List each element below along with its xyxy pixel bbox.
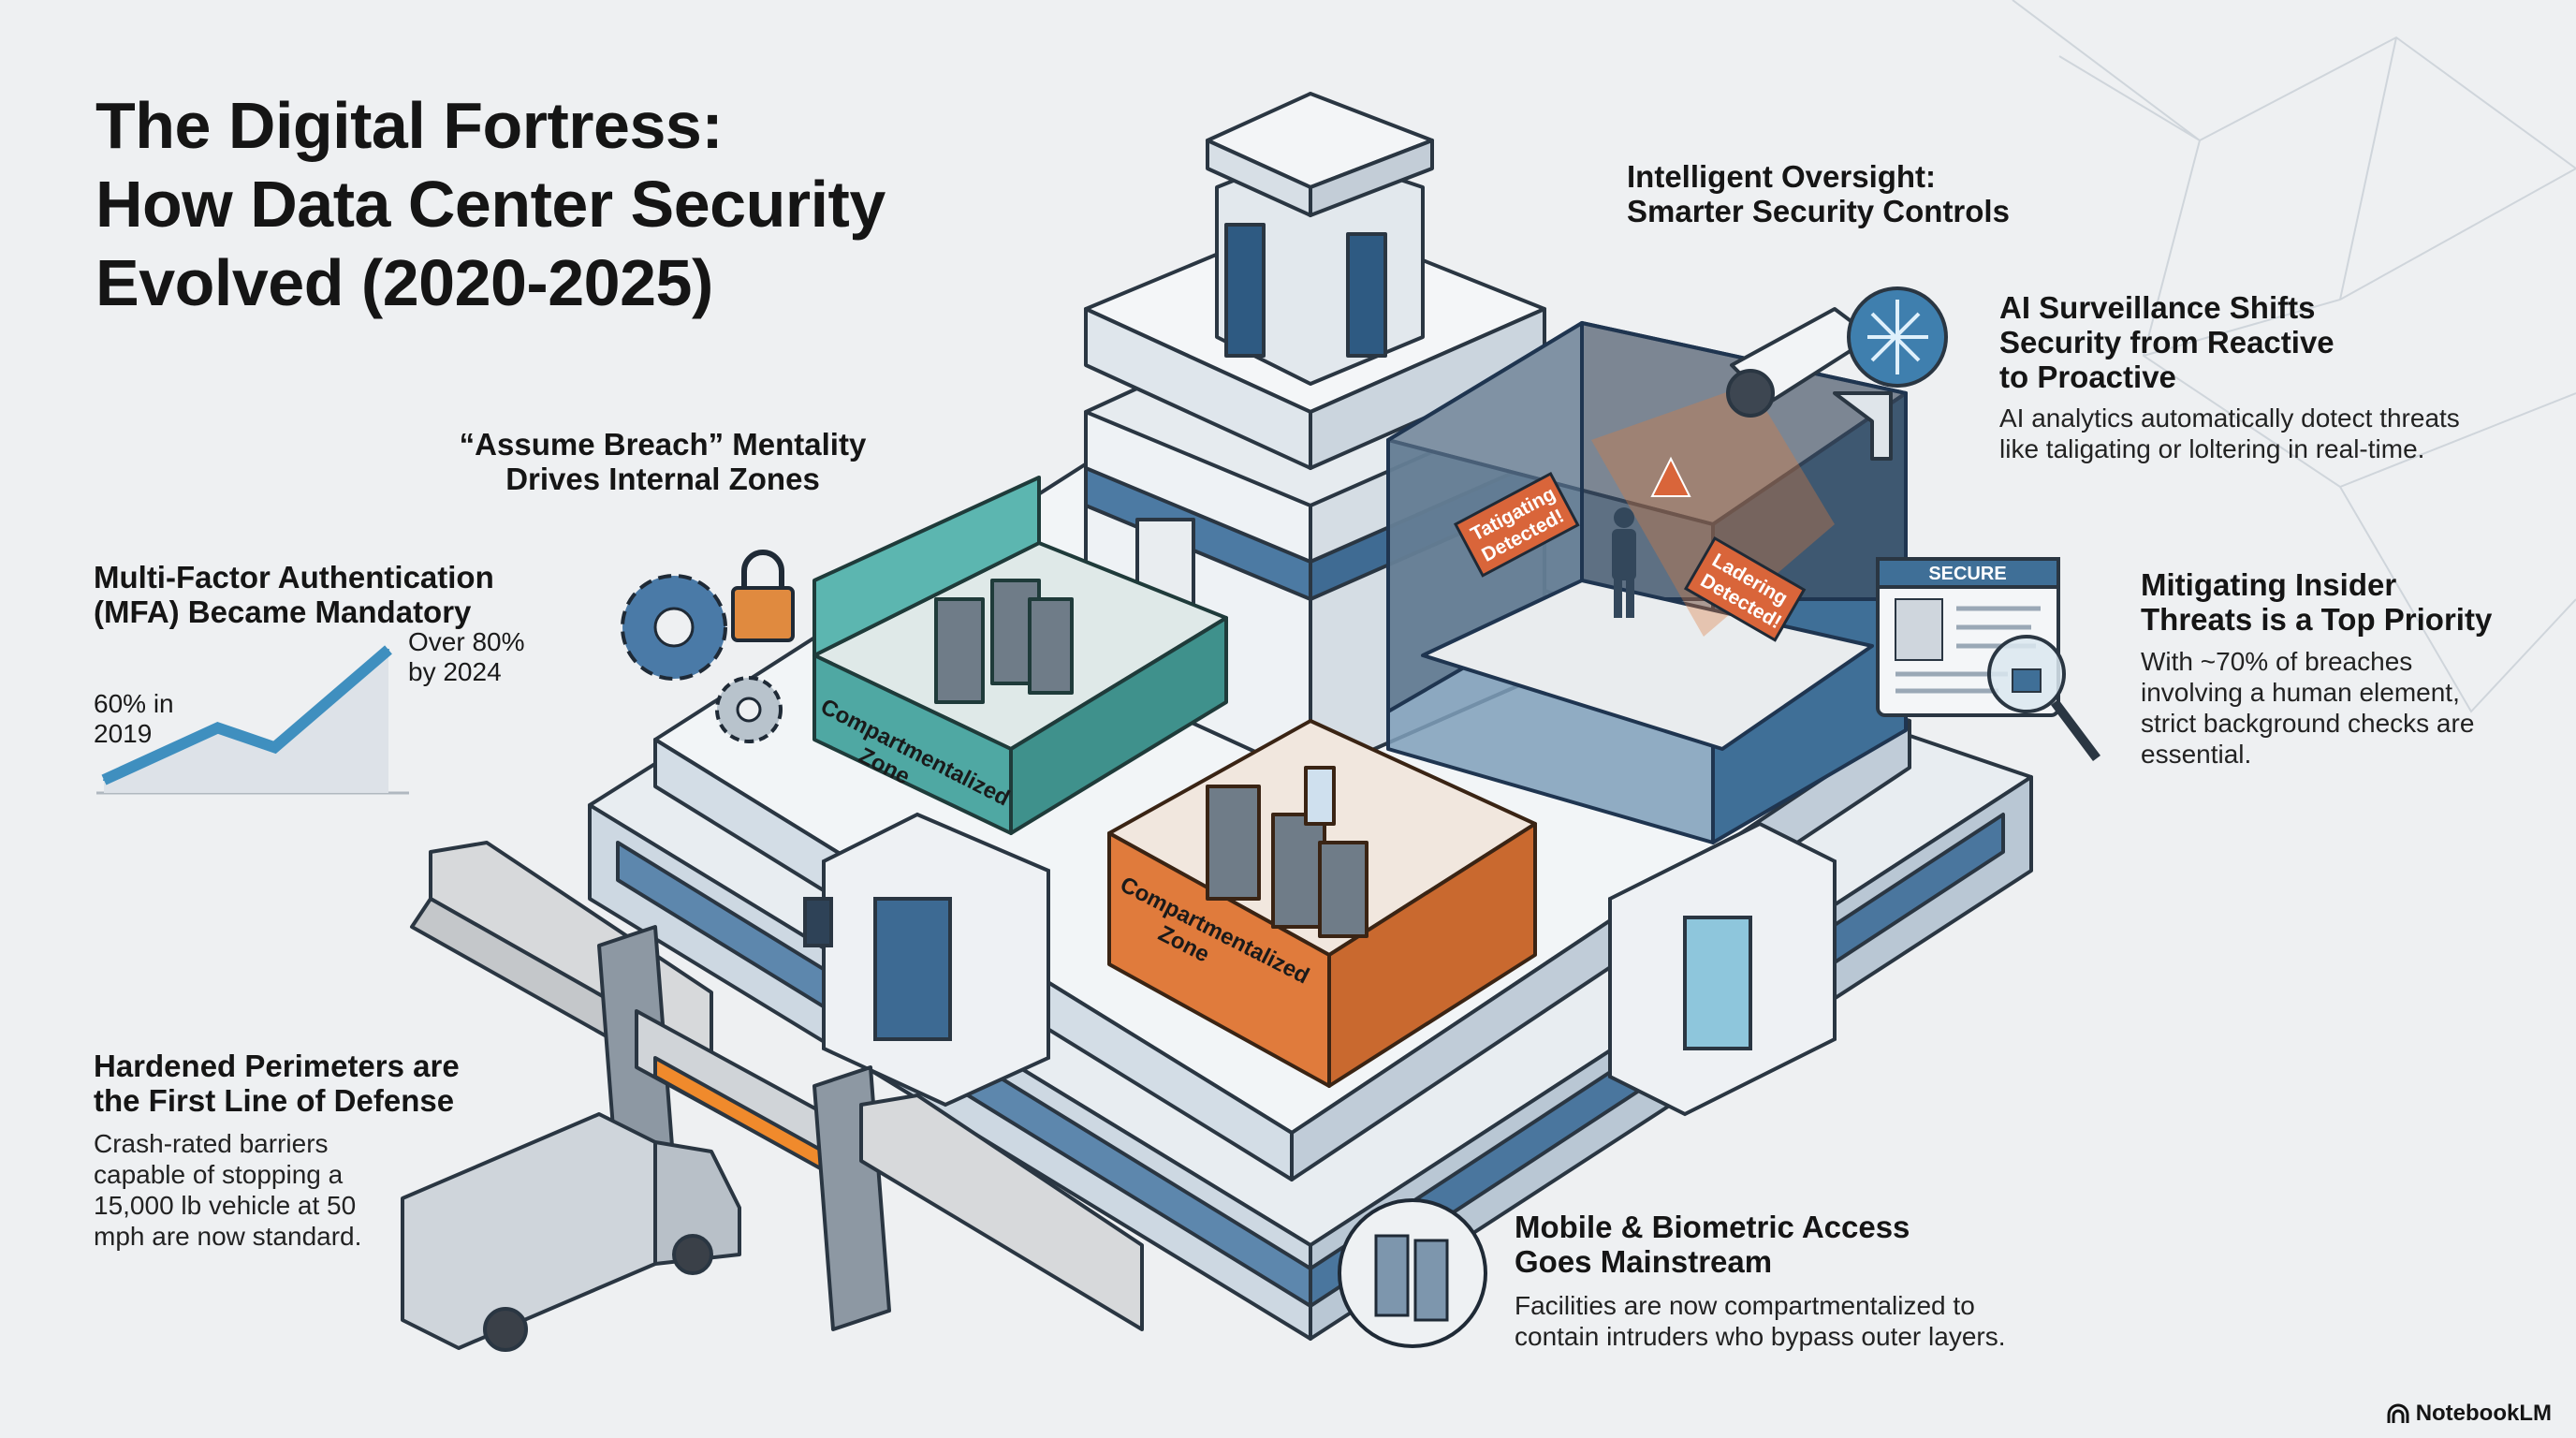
crash-barriers [410, 841, 1144, 1331]
brand-name: NotebookLM [2415, 1401, 2552, 1426]
brand-logo: NotebookLM [2386, 1401, 2552, 1427]
chart-line [101, 645, 392, 785]
network-lines-decoration [2012, 0, 2576, 713]
orange-compartmentalized-zone [1107, 719, 1537, 1088]
warning-icon [1650, 456, 1691, 497]
chart-point [388, 648, 389, 651]
notebooklm-icon [2387, 1403, 2409, 1423]
truck-illustration [401, 1112, 741, 1352]
page-title: The Digital Fortress:How Data Center Sec… [95, 89, 886, 319]
padlock-icon [731, 550, 795, 642]
side-entrance [1608, 821, 1837, 1117]
chart-area [104, 649, 388, 793]
secure-id-card [1876, 557, 2100, 761]
chart-point [273, 746, 276, 749]
secure-card-label: SECURE [1928, 564, 2006, 584]
teal-compartmentalized-zone [812, 476, 1228, 835]
chart-point [103, 779, 105, 782]
main-entrance [803, 812, 1050, 1108]
person-figure [1612, 507, 1636, 618]
ai-brain-icon [1847, 286, 1948, 388]
gear-icon [621, 574, 727, 681]
chart-point [216, 726, 219, 729]
server-rack-icon [1338, 1198, 1487, 1348]
mfa-chart [96, 645, 409, 795]
oversight-heading: Intelligent Oversight:Smarter Security C… [1627, 159, 2010, 228]
mfa-end-label: Over 80%by 2024 [408, 627, 525, 686]
mfa-heading: Multi-Factor Authentication(MFA) Became … [94, 560, 494, 629]
ai-monitored-room [1386, 321, 1908, 844]
gear-small-icon [715, 676, 783, 743]
ai-surveillance-body: AI analytics automatically dotect threat… [1999, 404, 2460, 463]
